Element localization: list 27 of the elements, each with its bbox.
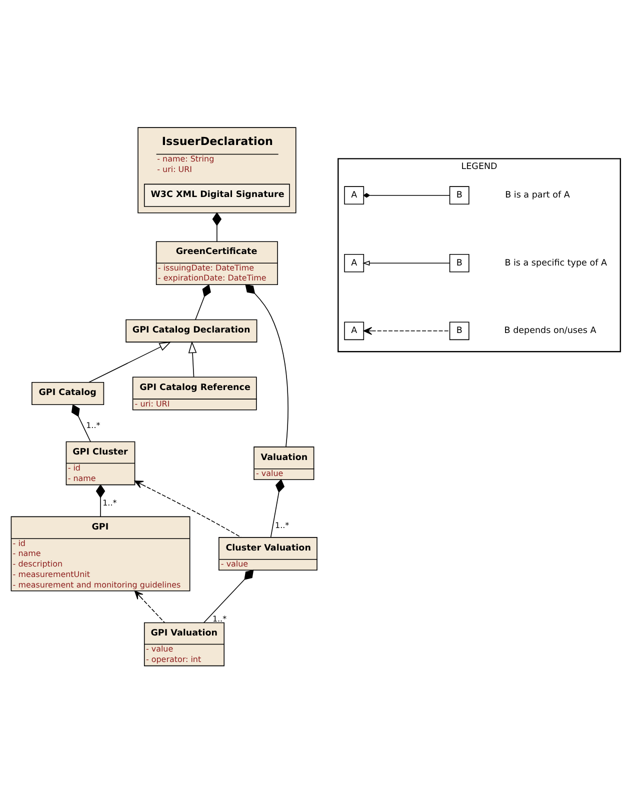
edge-label: 1..* (102, 498, 117, 508)
arrow (362, 260, 450, 266)
legend-label: B depends on/uses A (504, 326, 596, 336)
edge-label: 1..* (86, 421, 100, 430)
edge-label: 1..* (212, 614, 227, 624)
node-box: B (449, 322, 470, 340)
legend-label: B is a part of A (505, 190, 570, 201)
arrow (88, 342, 172, 383)
connector (204, 570, 254, 623)
connector (245, 284, 288, 448)
node-box: B (449, 254, 470, 272)
edge-label: 1..* (275, 520, 290, 530)
arrow (134, 480, 242, 538)
node-box: B (449, 186, 470, 205)
connector (212, 212, 222, 242)
connector (363, 192, 450, 198)
node-box: A (344, 186, 364, 205)
arrow (188, 341, 197, 378)
arrow (134, 590, 165, 623)
connector (96, 484, 106, 517)
legend-label: B is a specific type of A (504, 258, 607, 268)
node-box: A (344, 254, 364, 272)
connector (270, 479, 285, 538)
arrow (363, 326, 450, 335)
connector (71, 404, 91, 442)
connector (195, 284, 211, 320)
node-box: A (344, 322, 364, 340)
